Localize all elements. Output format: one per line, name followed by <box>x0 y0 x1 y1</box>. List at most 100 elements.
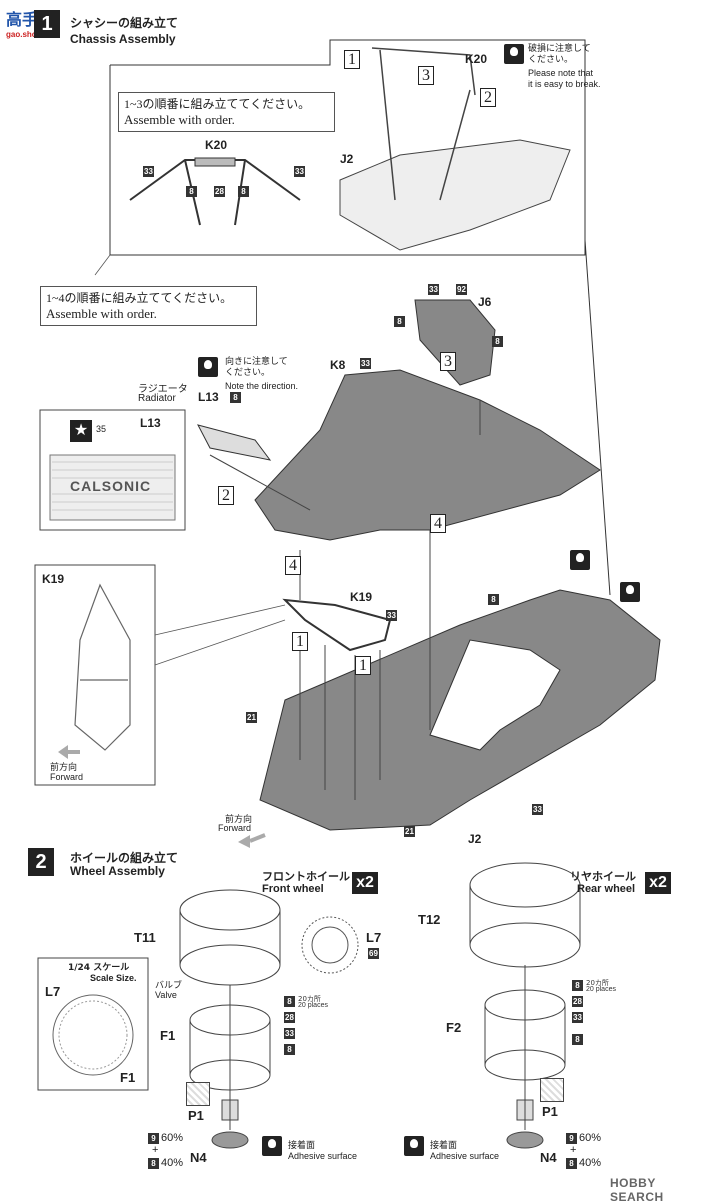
color-33-rear: 33 <box>572 1012 583 1023</box>
part-label-p1-front: P1 <box>188 1108 204 1123</box>
adhesive-icon-front <box>262 1136 282 1156</box>
part-label-p1-rear: P1 <box>542 1104 558 1119</box>
step-num-1-right: 1 <box>355 656 371 675</box>
part-label-k20-detail: K20 <box>205 138 228 152</box>
part-label-f1-scale: F1 <box>120 1070 136 1085</box>
part-label-n4-rear: N4 <box>540 1150 557 1165</box>
front-places-en: 20 places <box>298 1002 328 1009</box>
color-33-k19: 33 <box>386 610 397 621</box>
part-label-t11: T11 <box>134 930 156 945</box>
watermark-logo-url: gao.shou.com <box>6 30 66 39</box>
part-label-j2-top: J2 <box>340 152 354 166</box>
note2-en: Assemble with order. <box>46 306 157 321</box>
scale-jp: 1/24 スケール <box>68 963 130 973</box>
color-8-k20-right: 8 <box>238 186 249 197</box>
radiator-label-en: Radiator <box>138 393 176 404</box>
rear-places-en: 20 places <box>586 986 616 993</box>
caution-break-en: Please note that it is easy to break. <box>528 68 601 89</box>
color-8-rear-b: 8 <box>572 1034 583 1045</box>
rear-wheel-en: Rear wheel <box>577 883 636 895</box>
step2-title-en: Wheel Assembly <box>70 864 165 878</box>
forward-label-2-en: Forward <box>218 823 252 833</box>
mix-b-rear: 40% <box>579 1157 602 1169</box>
forward-label-1-jp: 前方向 <box>50 763 78 773</box>
assembly-order-note-2: 1~4の順番に組み立ててください。 Assemble with order. <box>40 286 257 326</box>
decal-brand: CALSONIC <box>70 478 152 494</box>
adhesive-front-jp: 接着面 <box>288 1141 316 1151</box>
step-num-1-left: 1 <box>292 632 308 651</box>
part-label-j6: J6 <box>478 295 492 309</box>
step2-title-jp: ホイールの組み立て <box>70 851 179 865</box>
valve-jp: バルブ <box>155 981 183 991</box>
step-num-4-left: 4 <box>285 556 301 575</box>
mix-plus-front: + <box>152 1144 159 1156</box>
part-label-f2: F2 <box>446 1020 462 1035</box>
color-33-j2: 33 <box>532 804 543 815</box>
step1-title-jp: シャシーの組み立て <box>70 16 179 30</box>
part-label-t12: T12 <box>418 912 441 927</box>
color-33-front: 33 <box>284 1028 295 1039</box>
color-28-k20: 28 <box>214 186 225 197</box>
star-icon: ★ <box>70 420 92 442</box>
color-28-front: 28 <box>284 1012 295 1023</box>
color-33-j6: 33 <box>428 284 439 295</box>
color-33-k8: 33 <box>360 358 371 369</box>
forward-label-2-jp: 前方向 <box>225 815 253 825</box>
caution-break-icon <box>504 44 524 64</box>
color-8-j2: 8 <box>488 594 499 605</box>
color-33-k20-right: 33 <box>294 166 305 177</box>
adhesive-rear-en: Adhesive surface <box>430 1151 500 1161</box>
note2-jp: 1~4の順番に組み立ててください。 <box>46 291 233 305</box>
part-label-k8: K8 <box>330 358 346 372</box>
front-wheel-jp: フロントホイール <box>262 870 350 883</box>
color-21-left: 21 <box>246 712 257 723</box>
color-9-front: 9 <box>148 1133 159 1144</box>
caution-direction-en: Note the direction. <box>225 381 299 391</box>
caution-direction-icon <box>198 357 218 377</box>
attention-icon-2 <box>620 582 640 602</box>
step1-title-en: Chassis Assembly <box>70 32 176 46</box>
assembly-order-note-1: 1~3の順番に組み立ててください。 Assemble with order. <box>118 92 335 132</box>
color-8-rear-a: 8 <box>572 980 583 991</box>
adhesive-rear-jp: 接着面 <box>430 1141 458 1151</box>
step-num-4-mid: 4 <box>430 514 446 533</box>
color-9-rear: 9 <box>566 1133 577 1144</box>
valve-en: Valve <box>155 990 177 1000</box>
front-wheel-qty: x2 <box>352 872 378 894</box>
radiator-label-jp: ラジエータ <box>138 384 188 395</box>
color-92-j6: 92 <box>456 284 467 295</box>
caution-break-jp: 破損に注意して ください。 <box>528 44 591 65</box>
front-places-jp: 20カ所 <box>298 995 321 1003</box>
color-28-rear: 28 <box>572 996 583 1007</box>
caution-direction-jp: 向きに注意して ください。 <box>225 357 288 378</box>
color-8-j6-left: 8 <box>394 316 405 327</box>
part-label-f1: F1 <box>160 1028 176 1043</box>
mix-a-front: 60% <box>161 1132 184 1144</box>
note1-jp: 1~3の順番に組み立ててください。 <box>124 97 311 111</box>
step-num-3-top: 3 <box>418 66 434 85</box>
mix-a-rear: 60% <box>579 1132 602 1144</box>
adhesive-icon-rear <box>404 1136 424 1156</box>
rear-wheel-qty: x2 <box>645 872 671 894</box>
color-8-k20-left: 8 <box>186 186 197 197</box>
step-num-2-mid: 2 <box>218 486 234 505</box>
mix-plus-rear: + <box>570 1144 577 1156</box>
color-33-k20-left: 33 <box>143 166 154 177</box>
mix-b-front: 40% <box>161 1157 184 1169</box>
rear-wheel-jp: リヤホイール <box>570 870 636 883</box>
part-label-l7-front: L7 <box>366 930 382 945</box>
color-8-j6-right: 8 <box>492 336 503 347</box>
color-8-l13: 8 <box>230 392 241 403</box>
note1-en: Assemble with order. <box>124 112 235 127</box>
no-glue-icon-front <box>186 1082 210 1106</box>
front-wheel-en: Front wheel <box>262 883 324 895</box>
color-8-rear-mix: 8 <box>566 1158 577 1169</box>
step-num-1-top: 1 <box>344 50 360 69</box>
rear-places-jp: 20カ所 <box>586 979 609 987</box>
no-glue-icon-rear <box>540 1078 564 1102</box>
watermark-logo-text: 高手 <box>6 10 39 29</box>
adhesive-front-en: Adhesive surface <box>288 1151 358 1161</box>
attention-icon-1 <box>570 550 590 570</box>
part-label-l13-detail: L13 <box>140 416 161 430</box>
